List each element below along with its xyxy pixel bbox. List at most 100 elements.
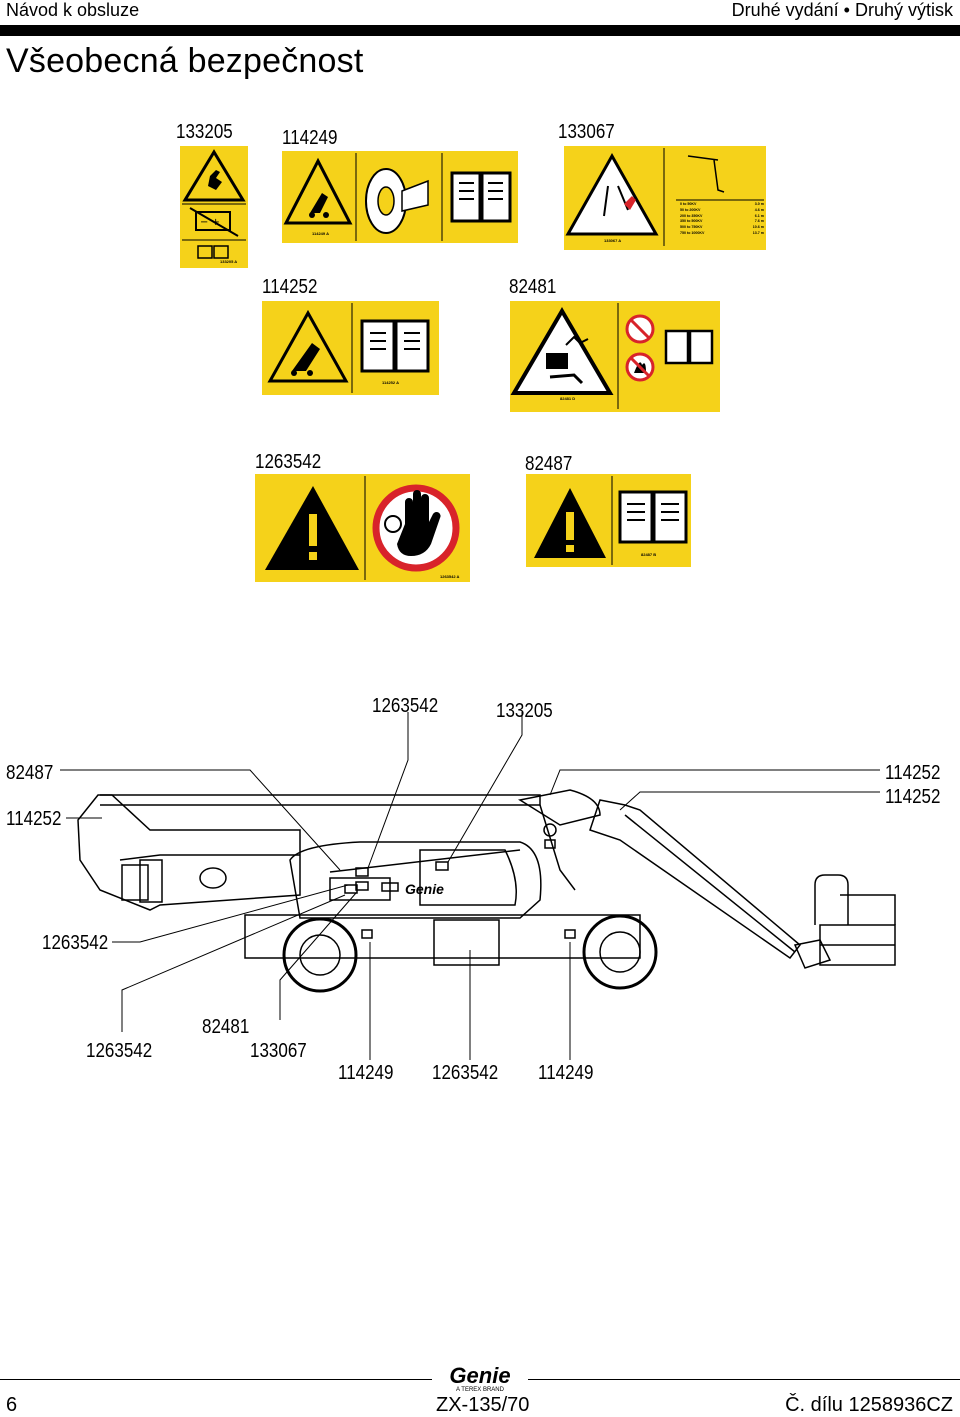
chassis [244,914,641,959]
callout-bottom-82481: 82481 [202,1016,250,1038]
battery-icon [195,211,231,231]
machine-diagram: Genie [60,712,896,1060]
footer-brand-logo: Genie A TEREX BRAND [432,1363,528,1394]
clearance: 10.6 m [752,225,764,230]
rear-wheel-hub [599,931,641,973]
tipover-lift-icon [310,193,328,213]
clearance: 6.1 m [754,213,764,218]
voltage-range: 200 to 350KV [680,213,703,218]
manual-book-icon [664,329,714,365]
header-edition: Druhé vydání • Druhý výtisk [731,0,953,20]
manual-book-icon [360,319,430,373]
warning-triangle-icon [182,149,246,202]
decal-133205: − + 133205 A [180,146,248,268]
person-head-icon [384,515,402,533]
decal-code-82481: 82481 D [560,396,576,401]
brand-name: Genie [449,1363,511,1388]
warning-triangle-icon [565,152,659,236]
decal-82481-art [510,303,714,409]
clearance: 7.6 m [754,219,764,224]
decal-marker-114249-a [361,929,373,939]
decal-82481: 82481 D [510,301,720,412]
callout-bottom-114249-b: 114249 [538,1062,594,1084]
powerline-boom-icon [687,155,725,193]
header-manual-title: Návod k obsluze [6,0,140,20]
footer-part-number: Č. dílu 1258936CZ [785,1394,953,1416]
access-cover [199,867,227,889]
warning-triangle-icon [283,157,353,225]
decal-label-82487: 82487 [525,453,573,475]
callout-left-82487: 82487 [6,762,54,784]
jib-rail [100,794,541,806]
decal-1263542: 1263542 A [255,474,470,582]
decal-code-82487: 82487 B [641,552,657,557]
clearance: 4.6 m [754,207,764,212]
manual-book-icon [450,171,512,223]
decal-code-114249: 114249 A [312,231,329,236]
warning-triangle-icon [267,309,349,383]
decal-114249-art [283,153,512,241]
decal-marker-1263542 [355,867,369,877]
decal-114252: 114252 A [262,301,439,395]
svg-text:− +: − + [200,217,220,228]
decal-82487: 82487 B [526,474,691,567]
acid-burn-icon [549,373,584,385]
jib [793,939,832,969]
page-title: Všeobecná bezpečnost [6,42,364,80]
decal-1263542-art [265,476,460,580]
voltage-range: 350 to 500KV [680,219,703,224]
decal-label-133067: 133067 [558,121,615,143]
callout-left-1263542: 1263542 [42,932,109,954]
decal-code-114252: 114252 A [382,380,399,385]
wheel-hub-icon [401,179,429,212]
decal-133205-art: − + [182,149,246,259]
leader-top-133205 [447,712,523,863]
manual-book-icon [197,245,229,259]
decal-marker-114249-b [564,929,576,939]
clearance: 3.0 m [754,202,764,206]
footer-page-number: 6 [6,1394,18,1416]
voltage-range: 750 to 1000KV [680,230,705,235]
voltage-range: 50 to 200KV [680,207,701,212]
callout-right-114252-a: 114252 [885,762,941,784]
hand-crush-icon [208,170,222,190]
leader-bottom-82481 [279,892,357,1020]
decal-label-82481: 82481 [509,276,557,298]
control-panel [329,877,391,901]
callout-left-114252: 114252 [6,808,62,830]
platform-rail [814,874,849,925]
warning-triangle-icon [510,307,614,395]
callout-bottom-133067: 133067 [250,1040,307,1062]
rear-wheel [582,914,658,990]
battery-explosion-icon [546,353,568,369]
decal-code-133067: 133067 A [604,238,622,243]
decal-133067-art [565,148,764,246]
leader-left-1263542 [112,884,349,943]
decal-label-114252: 114252 [262,276,318,298]
brand-sub: A TEREX BRAND [456,1387,504,1393]
leader-bottom-1263542-a [121,894,346,1032]
pivot-pin [543,823,557,837]
boom-pivot [518,789,601,826]
callout-top-133205: 133205 [496,700,553,722]
leader-right-114252-a [549,769,880,796]
front-wheel-hub [299,934,341,976]
decal-label-1263542: 1263542 [255,451,322,473]
manual-book-icon [618,490,688,544]
callout-right-114252-b: 114252 [885,786,941,808]
rear-boom [77,794,301,911]
clearance: 13.7 m [752,230,764,235]
callout-top-1263542: 1263542 [372,695,439,717]
voltage-range: 500 to 750KV [680,225,703,230]
decal-marker-133205 [435,861,449,871]
center-box [433,919,500,966]
header-bar [0,25,960,36]
counterweight-block [121,864,149,901]
decal-code-1263542: 1263542 A [440,574,460,579]
main-boom [589,799,802,960]
decal-label-114249: 114249 [282,127,338,149]
leader-left-82487 [60,769,341,871]
turntable-body [289,841,542,919]
